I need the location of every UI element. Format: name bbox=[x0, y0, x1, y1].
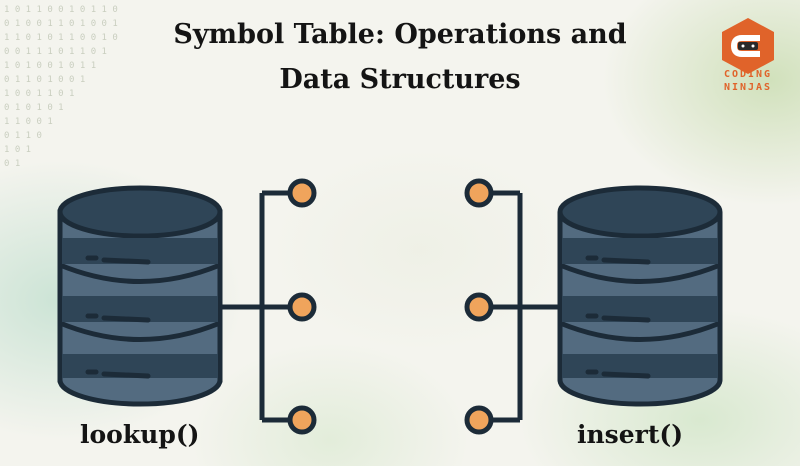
svg-text:1 1 0 1 0 1 1 0 0 1 0: 1 1 0 1 0 1 1 0 0 1 0 bbox=[4, 33, 118, 43]
right-node-top bbox=[464, 178, 494, 208]
svg-text:0 1 1 0 1 0 0 1: 0 1 1 0 1 0 0 1 bbox=[4, 75, 85, 85]
svg-text:1 1 0 0 1: 1 1 0 0 1 bbox=[4, 117, 53, 127]
right-connector-nodes bbox=[464, 178, 494, 435]
left-node-bottom bbox=[287, 405, 317, 435]
left-node-top bbox=[287, 178, 317, 208]
left-connector-tree bbox=[222, 190, 290, 423]
left-node-middle bbox=[287, 292, 317, 322]
logo-text: CODING NINJAS bbox=[708, 70, 788, 93]
binary-pattern-decoration: 1 0 1 1 0 0 1 0 1 1 0 0 1 0 0 1 1 0 1 0 … bbox=[4, 5, 118, 169]
right-connector-tree bbox=[492, 190, 560, 423]
right-node-middle bbox=[464, 292, 494, 322]
svg-text:1 0 1 0 0 1 0 1 1: 1 0 1 0 0 1 0 1 1 bbox=[4, 61, 96, 71]
page-title: Symbol Table: Operations and Data Struct… bbox=[100, 12, 700, 102]
coding-ninjas-logo-icon bbox=[722, 18, 774, 74]
right-node-bottom bbox=[464, 405, 494, 435]
logo-text-line-2: NINJAS bbox=[723, 82, 773, 93]
logo-text-line-1: CODING bbox=[723, 69, 773, 80]
svg-text:0 1 0 0 1 1 0 1 0 0 1: 0 1 0 0 1 1 0 1 0 0 1 bbox=[4, 19, 118, 29]
left-database-icon bbox=[57, 185, 223, 407]
insert-label: insert() bbox=[577, 420, 684, 449]
svg-text:0 1: 0 1 bbox=[4, 159, 20, 169]
svg-text:0 0 1 1 1 0 1 1 0 1: 0 0 1 1 1 0 1 1 0 1 bbox=[4, 47, 107, 57]
svg-text:0 1 0 1 0 1: 0 1 0 1 0 1 bbox=[4, 103, 64, 113]
svg-text:0 1 1 0: 0 1 1 0 bbox=[4, 131, 42, 141]
title-line-2: Data Structures bbox=[279, 64, 521, 95]
lookup-label: lookup() bbox=[80, 420, 200, 449]
svg-text:1 0 1 1 0 0 1 0 1 1 0: 1 0 1 1 0 0 1 0 1 1 0 bbox=[4, 5, 118, 15]
svg-text:1 0 1: 1 0 1 bbox=[4, 145, 31, 155]
right-database-icon bbox=[557, 185, 723, 407]
title-line-1: Symbol Table: Operations and bbox=[173, 19, 627, 50]
svg-text:1 0 0 1 1 0 1: 1 0 0 1 1 0 1 bbox=[4, 89, 74, 99]
left-connector-nodes bbox=[287, 178, 317, 435]
